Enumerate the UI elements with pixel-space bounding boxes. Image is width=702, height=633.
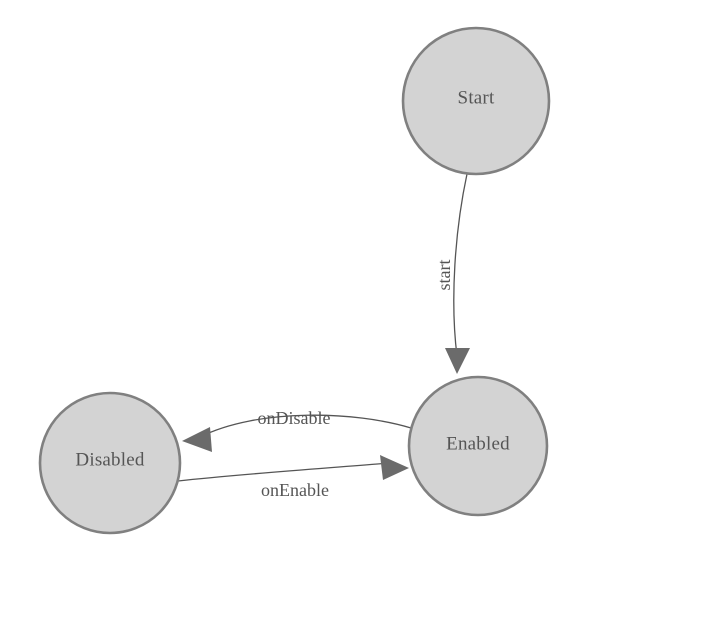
node-disabled[interactable]: Disabled xyxy=(38,391,182,535)
node-disabled-label: Disabled xyxy=(75,449,144,470)
arrowhead-disabled-to-enabled xyxy=(380,455,409,480)
edge-path-enabled-to-disabled xyxy=(199,414,412,438)
node-enabled-label: Enabled xyxy=(446,433,510,454)
edge-label-ondisable: onDisable xyxy=(258,408,331,428)
edge-label-onenable: onEnable xyxy=(261,480,329,500)
edge-label-start: start xyxy=(434,260,454,291)
node-enabled-circle[interactable] xyxy=(407,375,549,517)
edge-start-to-enabled[interactable]: start xyxy=(434,173,470,374)
node-start-label: Start xyxy=(458,87,495,108)
node-start[interactable]: Start xyxy=(401,26,551,176)
edge-enabled-to-disabled[interactable]: onDisable xyxy=(182,408,412,452)
arrowhead-enabled-to-disabled xyxy=(182,427,212,452)
edge-disabled-to-enabled[interactable]: onEnable xyxy=(177,455,409,500)
node-enabled[interactable]: Enabled xyxy=(407,375,549,517)
edge-path-start-to-enabled xyxy=(453,173,468,357)
node-disabled-circle[interactable] xyxy=(38,391,182,535)
edge-path-disabled-to-enabled xyxy=(177,462,391,482)
node-start-circle[interactable] xyxy=(401,26,551,176)
arrowhead-start-to-enabled xyxy=(445,348,470,374)
